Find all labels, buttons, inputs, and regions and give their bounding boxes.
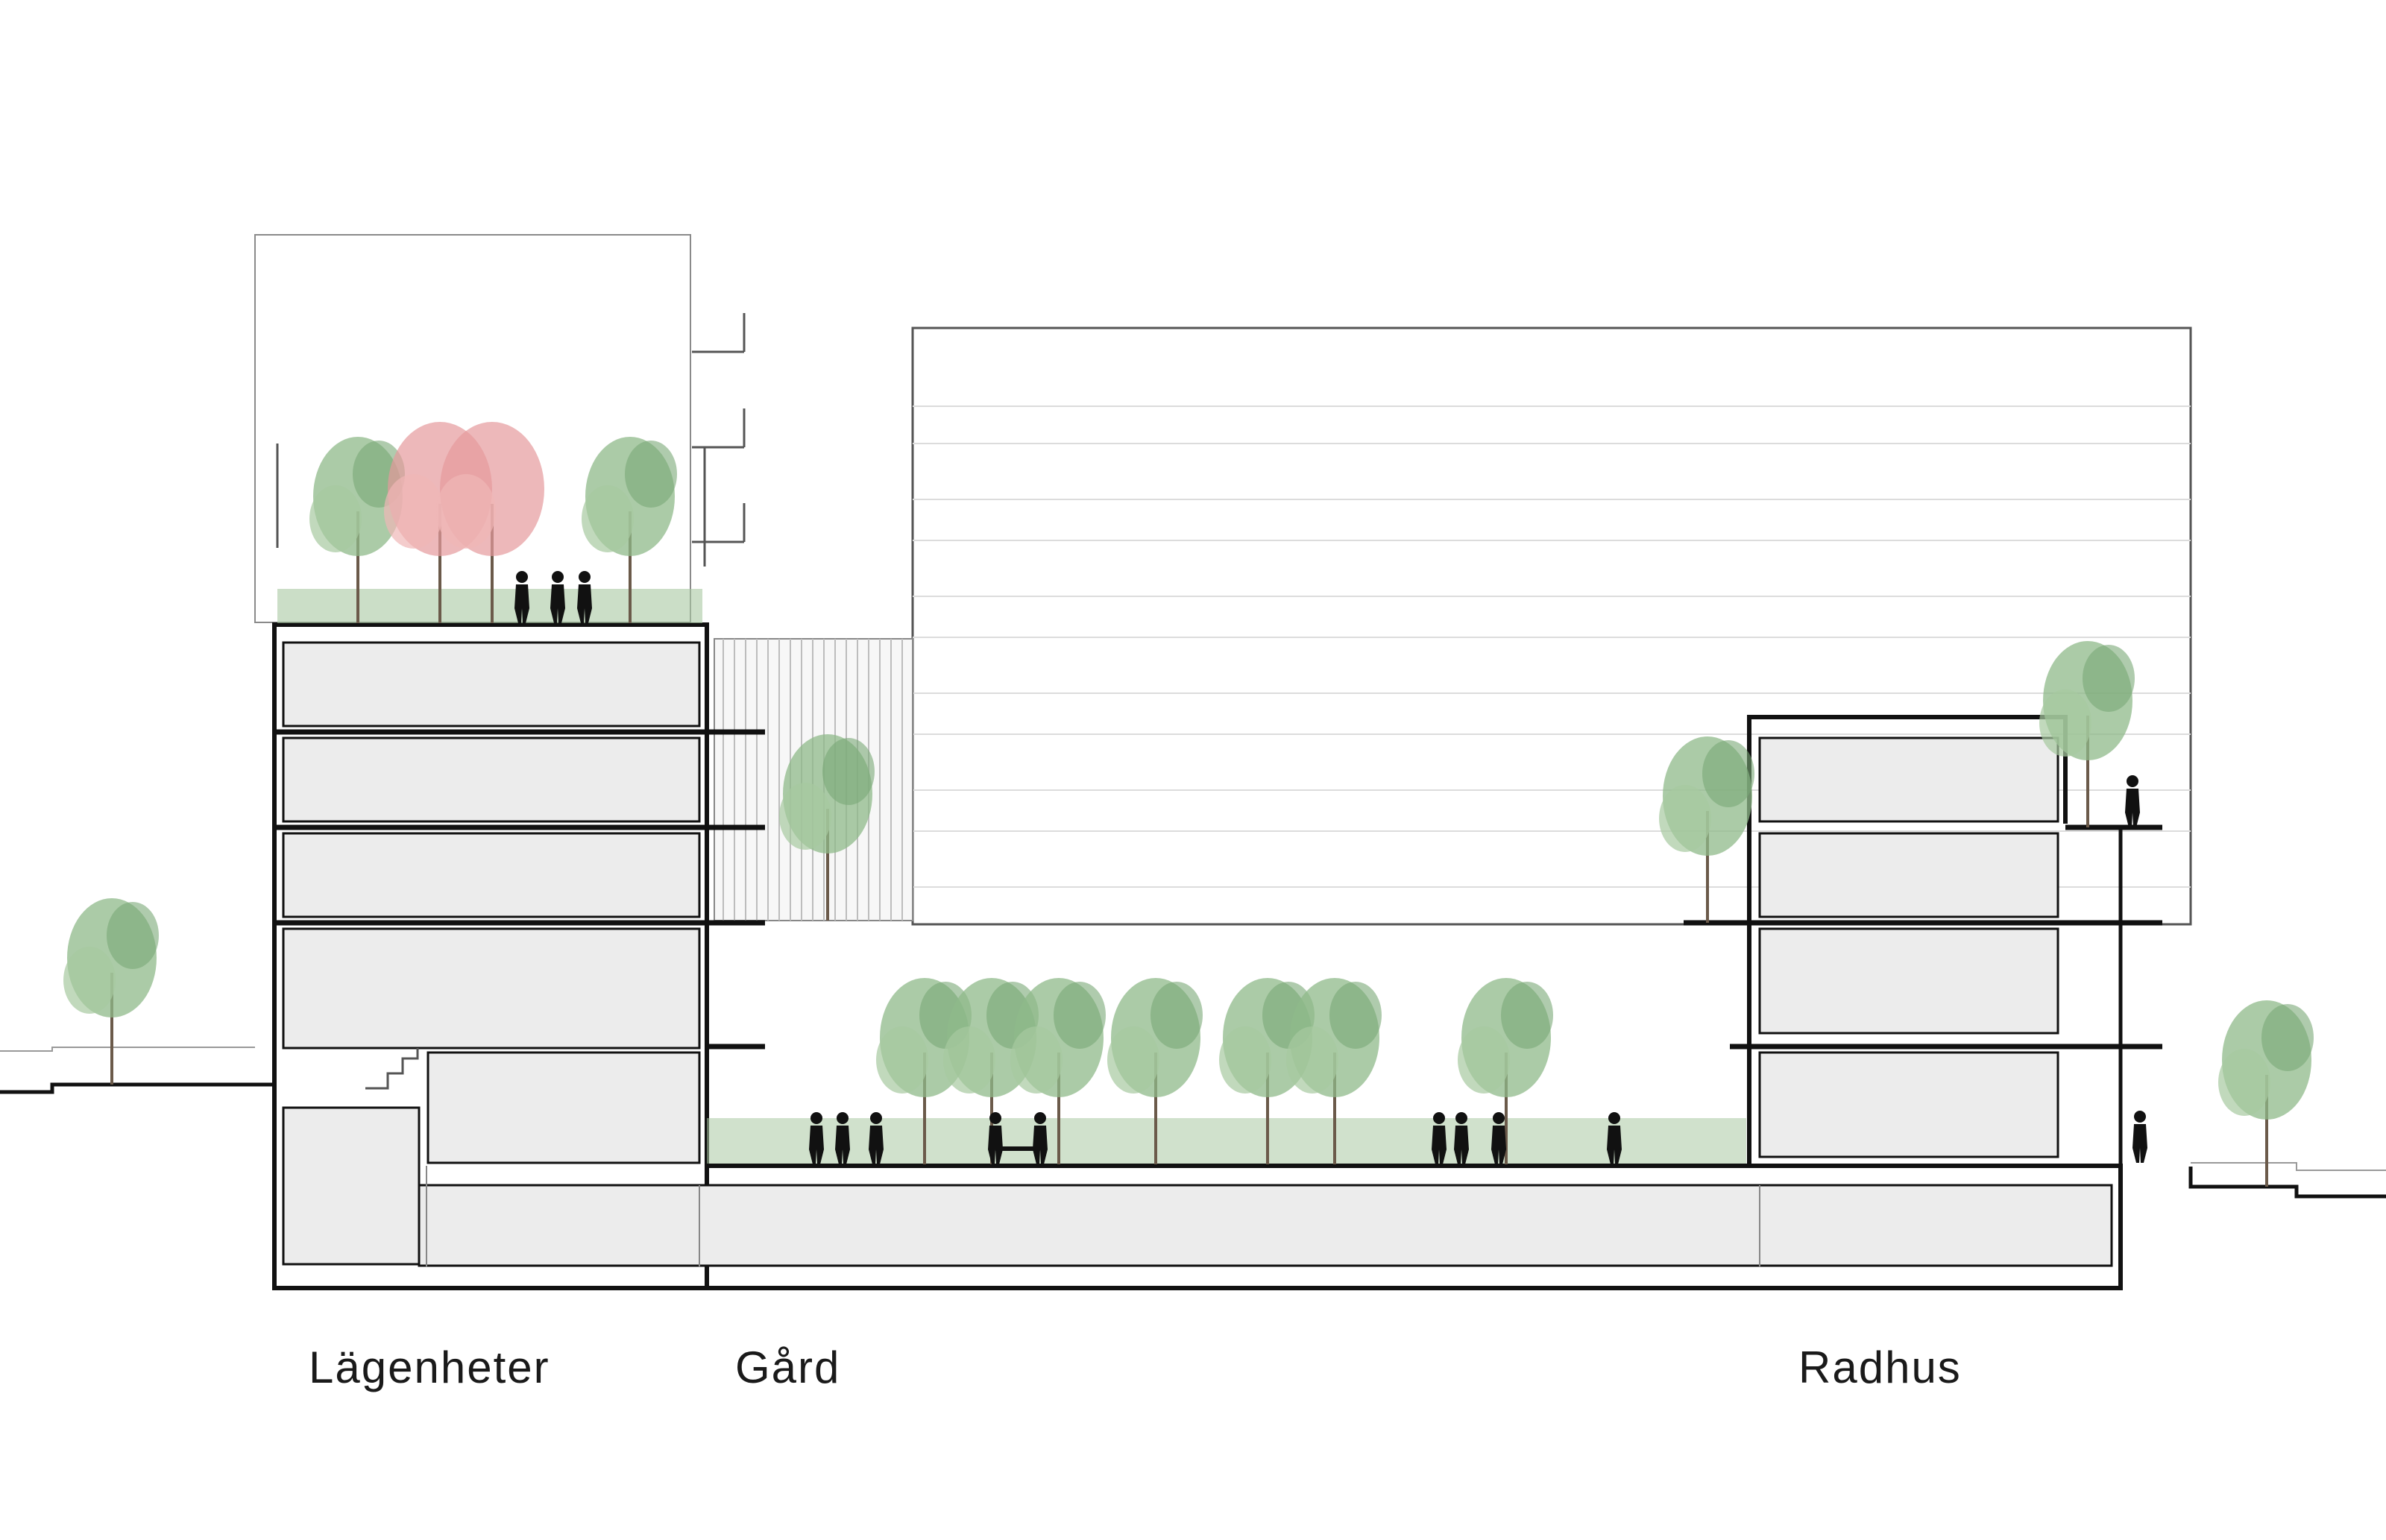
ground-line xyxy=(0,1082,2386,1199)
apartment-block-section xyxy=(272,420,765,1290)
terrain-line xyxy=(0,1047,2386,1171)
lamella-screen xyxy=(714,638,913,922)
basement-section xyxy=(274,1164,2123,1290)
tree-icon xyxy=(1658,735,1756,924)
tree-icon xyxy=(2217,999,2315,1188)
tree-icon xyxy=(62,897,160,1086)
tower-balconies xyxy=(276,313,746,567)
person-icon xyxy=(2125,775,2140,827)
bench-icon xyxy=(995,1146,1040,1151)
person-icon xyxy=(2132,1111,2147,1163)
label-apartments: Lägenheter xyxy=(309,1342,550,1392)
courtyard-section xyxy=(707,976,1749,1168)
label-townhouses: Radhus xyxy=(1798,1342,1962,1392)
label-courtyard: Gård xyxy=(735,1342,841,1392)
townhouse-block-section xyxy=(1658,640,2162,1166)
